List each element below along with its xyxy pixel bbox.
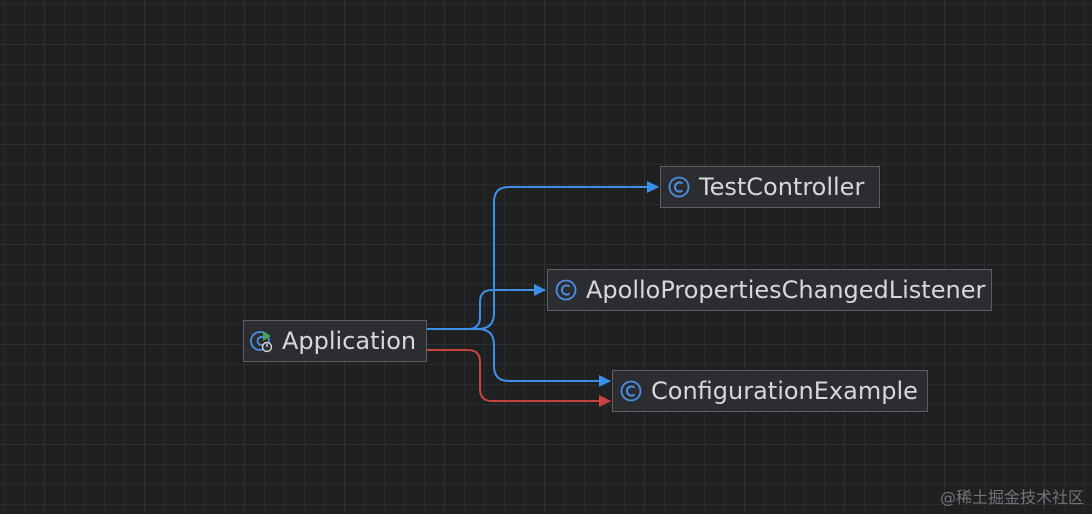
- node-test-controller[interactable]: TestController: [660, 166, 880, 208]
- node-configuration-example[interactable]: ConfigurationExample: [612, 370, 928, 412]
- node-configuration-example-label: ConfigurationExample: [651, 377, 918, 405]
- edge-application-to-configuration-example-blue[interactable]: [427, 328, 611, 387]
- edge-application-to-apollo-listener[interactable]: [427, 284, 546, 330]
- watermark: @稀土掘金技术社区: [939, 488, 1084, 507]
- node-test-controller-label: TestController: [699, 173, 865, 201]
- spring-boot-application-class-icon: [250, 329, 274, 353]
- class-icon: [554, 278, 578, 302]
- class-icon: [619, 379, 643, 403]
- class-icon: [667, 175, 691, 199]
- edge-application-to-test-controller[interactable]: [427, 181, 659, 330]
- node-apollo-properties-changed-listener[interactable]: ApolloPropertiesChangedListener: [547, 269, 992, 311]
- node-application[interactable]: Application: [243, 320, 427, 362]
- node-apollo-properties-changed-listener-label: ApolloPropertiesChangedListener: [586, 276, 986, 304]
- edge-application-to-configuration-example-red[interactable]: [427, 349, 611, 407]
- node-application-label: Application: [282, 327, 417, 355]
